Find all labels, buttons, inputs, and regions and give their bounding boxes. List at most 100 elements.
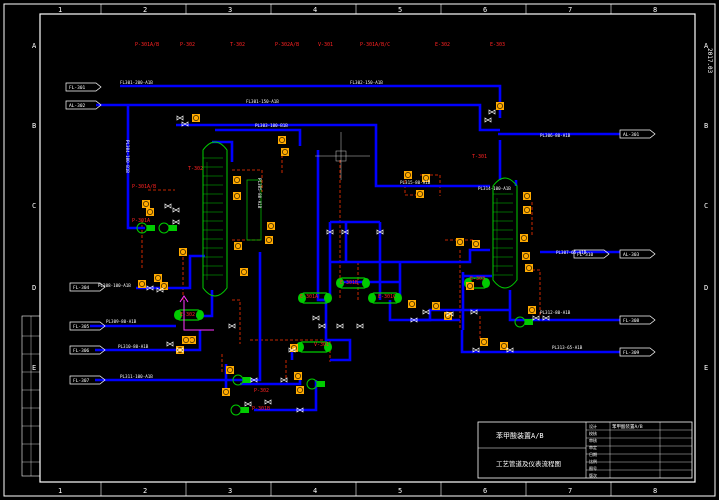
valve-symbol — [166, 341, 174, 347]
valve-symbol — [280, 377, 288, 383]
instrument-signal-line — [232, 169, 263, 192]
instrument-bubble — [139, 281, 145, 287]
instrument-bubble — [282, 149, 288, 155]
line-number-label: PL314-100-A1B — [478, 186, 511, 191]
instrument-bubble — [297, 387, 303, 393]
valve-symbol — [176, 115, 184, 121]
line-number-label: PL307-65-A1B — [556, 250, 587, 255]
instrument-box — [233, 176, 241, 184]
equipment-tag: E-302 — [180, 312, 195, 318]
outer-border — [3, 3, 716, 497]
title-block-field: 图号 — [589, 465, 597, 471]
grid-row-label-left: B — [32, 122, 36, 130]
instrument-box — [160, 282, 168, 290]
process-pipe — [136, 254, 205, 290]
instrument-bubble — [457, 239, 463, 245]
valve-symbol — [288, 347, 296, 353]
instrument-bubble — [234, 193, 240, 199]
grid-row-label-left: D — [32, 284, 36, 292]
hx-head — [196, 310, 204, 320]
instrument-bubble — [523, 253, 529, 259]
instrument-box — [480, 338, 488, 346]
instrument-box — [500, 342, 508, 350]
pump-motor — [243, 377, 251, 383]
line-number-label: PL308-100-A1B — [98, 283, 131, 288]
instrument-bubble — [405, 172, 411, 178]
instrument-box — [422, 174, 430, 182]
instrument-bubble — [268, 223, 274, 229]
pump-motor — [317, 381, 325, 387]
equipment-tag: P-302 — [254, 388, 269, 394]
instrument-bubble — [529, 307, 535, 313]
instrument-bubble — [155, 275, 161, 281]
flow-arrowhead — [179, 295, 189, 303]
instrument-bubble — [526, 265, 532, 271]
instrument-bubble — [234, 177, 240, 183]
grid-col-label-top: 8 — [653, 6, 657, 14]
process-pipe — [316, 150, 330, 302]
process-pipe — [410, 308, 510, 322]
inner-border — [39, 13, 696, 483]
equipment-tag: T-302 — [230, 42, 245, 48]
offsheet-connector — [69, 321, 106, 331]
valve-symbol — [156, 287, 164, 293]
column-t302 — [202, 141, 228, 297]
instrument-bubble — [143, 201, 149, 207]
valve-symbol — [472, 347, 480, 353]
grid-col-label-bottom: 1 — [58, 487, 62, 495]
hx-head — [368, 293, 376, 303]
pump-p304 — [514, 316, 526, 328]
hx-head — [324, 342, 332, 352]
valve-symbol — [244, 401, 252, 407]
instrument-bubble — [235, 243, 241, 249]
line-number-label: PL303-100-B1B — [255, 123, 288, 128]
process-pipe — [254, 380, 318, 412]
offsheet-connector-label: FL-307 — [73, 378, 90, 384]
valve-symbol — [410, 317, 418, 323]
hx-head — [324, 293, 332, 303]
instrument-box — [142, 200, 150, 208]
grid-row-label-left: C — [32, 202, 36, 210]
valve-symbol — [336, 323, 344, 329]
title-block-field: 审核 — [589, 437, 597, 443]
equipment-tag: P-301A/B/C — [360, 42, 390, 48]
instrument-bubble — [433, 303, 439, 309]
pump-p301b — [158, 222, 170, 234]
valve-symbol — [181, 121, 189, 127]
line-number-label: PL313-65-A1B — [552, 345, 583, 350]
instrument-bubble — [193, 115, 199, 121]
drawing-title: 工艺管道及仪表流程图 — [496, 459, 561, 468]
grid-col-label-top: 4 — [313, 6, 317, 14]
instrument-bubble — [473, 241, 479, 247]
valve-symbol — [341, 229, 349, 235]
instrument-bubble — [501, 343, 507, 349]
instrument-signal-line — [404, 175, 420, 196]
instrument-box — [179, 248, 187, 256]
valve-symbol — [146, 285, 154, 291]
instrument-box — [404, 171, 412, 179]
grid-row-label-left: E — [32, 364, 36, 372]
instrument-box — [525, 264, 533, 272]
instrument-bubble — [524, 193, 530, 199]
instrument-signal-line — [532, 269, 541, 316]
valve-symbol — [164, 203, 172, 209]
pump-motor — [525, 319, 533, 325]
instrument-box — [188, 336, 196, 344]
process-pipe — [330, 248, 490, 264]
instrument-box — [466, 282, 474, 290]
equipment-tag: P-301A/B — [135, 42, 159, 48]
instrument-bubble — [409, 301, 415, 307]
hx-head — [336, 278, 344, 288]
line-number-label: PL306-80-A1B — [540, 133, 571, 138]
grid-col-label-bottom: 8 — [653, 487, 657, 495]
offsheet-connector-label: FL-301 — [69, 85, 86, 91]
instrument-bubble — [467, 283, 473, 289]
grid-row-label-left: A — [32, 42, 37, 50]
instrument-bubble — [481, 339, 487, 345]
process-pipe — [215, 128, 302, 146]
valve-symbol — [228, 323, 236, 329]
line-number-label: PL309-80-A1B — [106, 319, 137, 324]
equipment-tag: E-303 — [470, 276, 485, 282]
